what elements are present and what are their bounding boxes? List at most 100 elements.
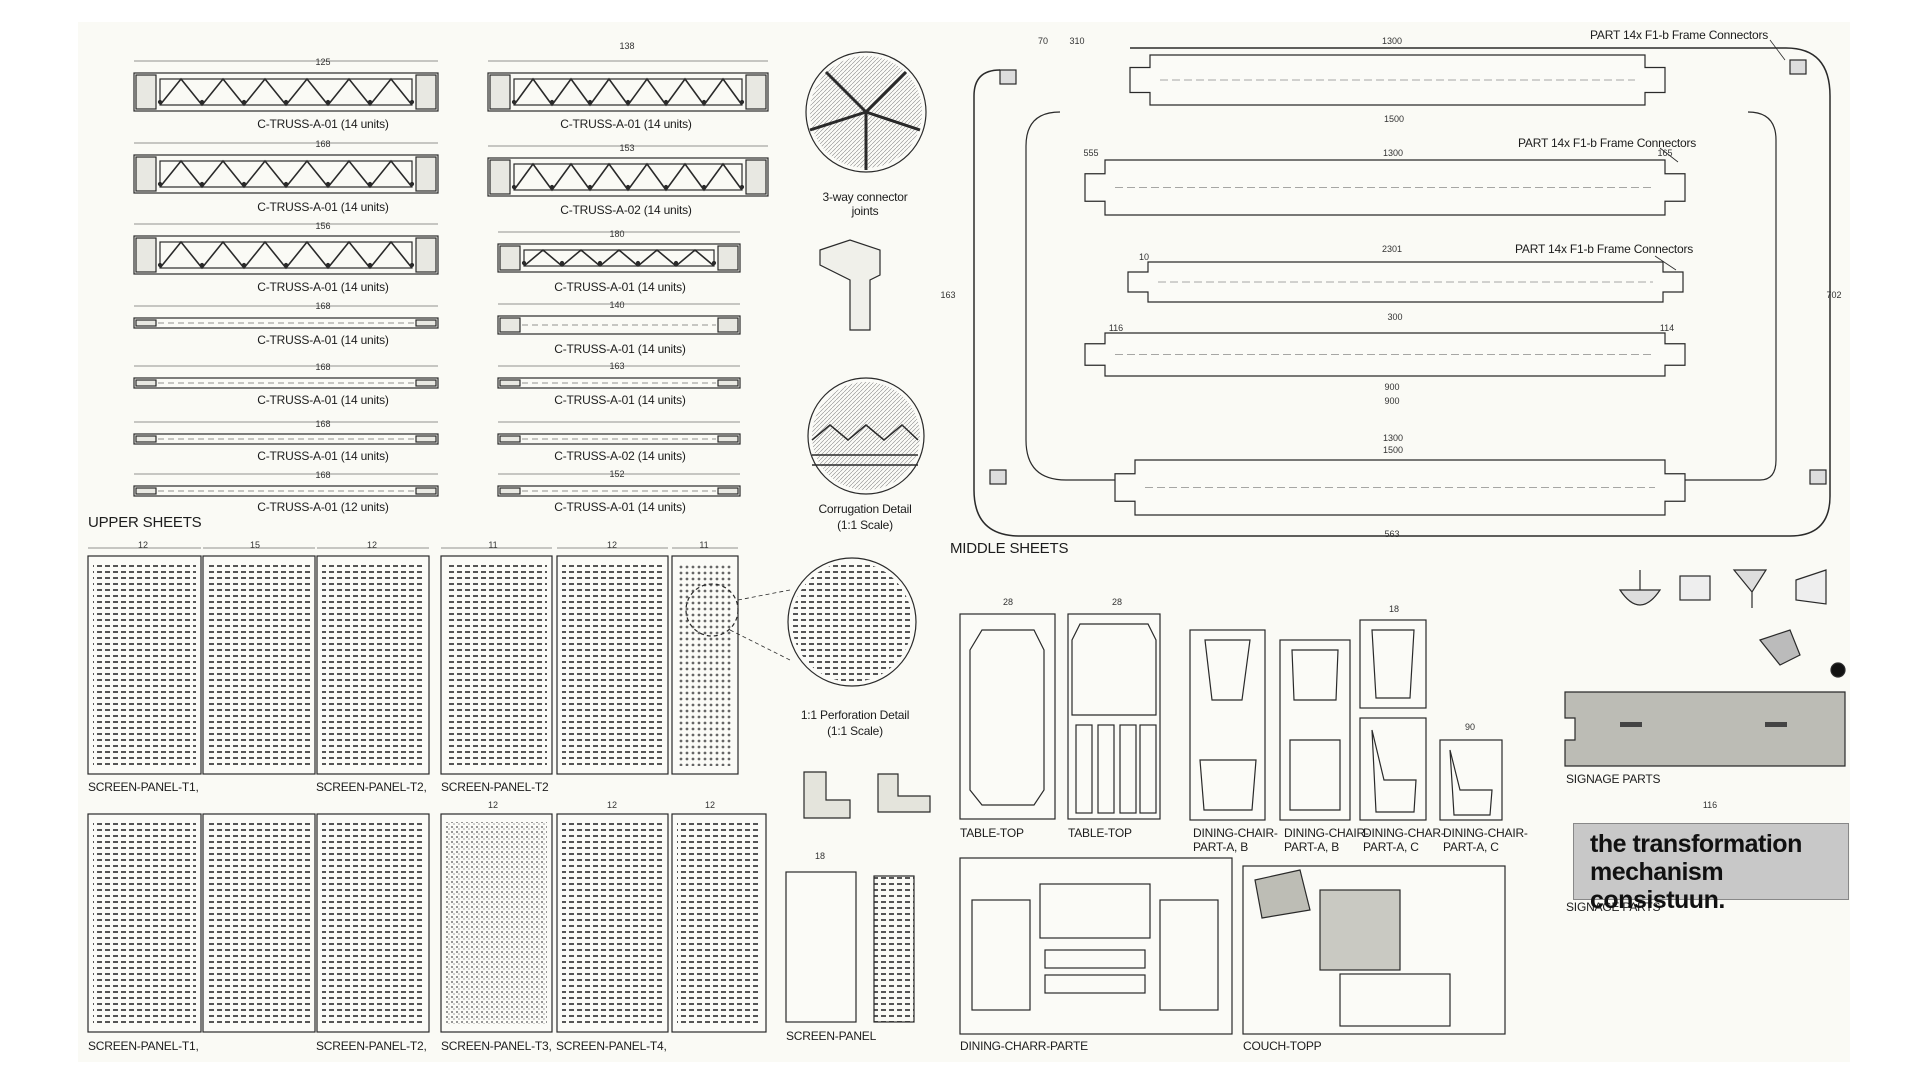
chair-shape (1371, 629, 1415, 699)
truss-end-cap (415, 487, 437, 495)
truss-outline (497, 243, 741, 273)
truss-left-dim: 156 (315, 221, 331, 231)
truss-left-dim: 168 (315, 139, 331, 149)
chair-label: DINING-CHAIR- (1443, 826, 1528, 840)
truss-right-1 (487, 60, 769, 112)
frame-dim: 300 (1387, 312, 1403, 322)
table-top-dim: 28 (1111, 597, 1123, 607)
bolt-hole (283, 99, 289, 105)
truss-outline (487, 72, 769, 112)
truss-right-7 (497, 473, 741, 497)
bolt-hole (711, 260, 717, 266)
corrugation-detail-circle-fill (812, 382, 920, 490)
screen-panel-label: SCREEN-PANEL-T2, (316, 1039, 427, 1053)
screen-dim: 12 (606, 800, 618, 810)
signage-text-line-1: the transformation (1590, 830, 1802, 858)
truss-web (159, 240, 413, 270)
hardware-icon (1618, 570, 1662, 606)
truss-left-5 (133, 365, 439, 389)
bolt-hole (409, 262, 415, 268)
frame-dim: 900 (1384, 382, 1400, 392)
table-top-label: TABLE-TOP (960, 826, 1024, 840)
truss-end-cap (717, 487, 739, 495)
bracket-part (803, 771, 851, 819)
truss-outline (133, 317, 439, 329)
bolt-hole (635, 260, 641, 266)
bolt-hole (701, 99, 707, 105)
bolt-hole (283, 181, 289, 187)
screen-pattern (208, 564, 310, 766)
bolt-hole (663, 184, 669, 190)
truss-outline (133, 235, 439, 275)
bolt-hole (739, 184, 745, 190)
hardware-icon (1758, 629, 1801, 666)
signage-panel (1573, 823, 1849, 900)
truss-right-label: C-TRUSS-A-02 (14 units) (560, 203, 692, 217)
frame-connector-label: PART 14x F1-b Frame Connectors (1518, 136, 1697, 150)
truss-left-label: C-TRUSS-A-01 (14 units) (257, 393, 389, 407)
beam-outline (1129, 54, 1666, 106)
frame-dim: 1500 (1382, 445, 1404, 455)
truss-right-label: C-TRUSS-A-01 (14 units) (554, 393, 686, 407)
frame-outer-rail (973, 47, 1831, 537)
bolt-hole (409, 99, 415, 105)
truss-left-4 (133, 305, 439, 329)
truss-end-cap (135, 156, 157, 192)
truss-end-cap (717, 435, 739, 443)
screen-dim: 11 (699, 540, 709, 550)
truss-left-label: C-TRUSS-A-01 (14 units) (257, 333, 389, 347)
bolt-hole (157, 262, 163, 268)
chair-label-2: PART-A, B (1284, 840, 1340, 854)
screen-panel-label: SCREEN-PANEL-T2 (441, 780, 549, 794)
frame-beam-2 (1084, 159, 1686, 216)
frame-connector-corner (989, 469, 1007, 485)
screen-pattern (446, 564, 547, 766)
section-label-upper-sheets: UPPER SHEETS (88, 514, 202, 531)
truss-end-cap (717, 317, 739, 333)
truss-outline (133, 377, 439, 389)
frame-dim: 114 (1659, 323, 1675, 333)
truss-left-6 (133, 421, 439, 445)
bolt-hole (241, 99, 247, 105)
bolt-hole (511, 99, 517, 105)
connector-detail-label-2: joints (851, 204, 879, 218)
truss-right-5 (497, 365, 741, 389)
bolt-hole (549, 184, 555, 190)
bolt-hole (663, 99, 669, 105)
frame-dim: 1300 (1381, 36, 1403, 46)
truss-end-cap (489, 74, 511, 110)
chair-label-2: PART-A, C (1363, 840, 1419, 854)
chair-label: DINING-CHAR- (1363, 826, 1445, 840)
frame-dim: 10 (1138, 252, 1150, 262)
chair-shape (1199, 639, 1257, 811)
bolt-hole (325, 262, 331, 268)
frame-beam-4 (1084, 332, 1686, 377)
screen-pattern (322, 564, 424, 766)
bolt-hole (325, 181, 331, 187)
truss-web (523, 248, 715, 268)
truss-end-cap (415, 74, 437, 110)
couch-part-filled (1319, 889, 1401, 971)
truss-end-cap (135, 319, 157, 327)
screen-panel-strip (873, 875, 915, 1023)
dining-part (971, 899, 1031, 1011)
couch-part (1339, 973, 1451, 1027)
bolt-hole (625, 184, 631, 190)
frame-connector-label: PART 14x F1-b Frame Connectors (1590, 28, 1769, 42)
screen-dim: 12 (704, 800, 716, 810)
screen-pattern (93, 564, 196, 766)
bolt-hole (625, 99, 631, 105)
frame-dim: 702 (1826, 290, 1842, 300)
connector-leader (1654, 39, 1786, 271)
truss-end-cap (135, 487, 157, 495)
truss-outline (497, 315, 741, 335)
truss-end-cap (499, 487, 521, 495)
couch-label: COUCH-TOPP (1243, 1039, 1322, 1053)
truss-left-label: C-TRUSS-A-01 (14 units) (257, 449, 389, 463)
table-top-1 (959, 613, 1056, 820)
truss-right-dim: 153 (619, 143, 635, 153)
bolt-hole (325, 99, 331, 105)
truss-right-dim: 140 (609, 300, 625, 310)
bolt-hole (739, 99, 745, 105)
